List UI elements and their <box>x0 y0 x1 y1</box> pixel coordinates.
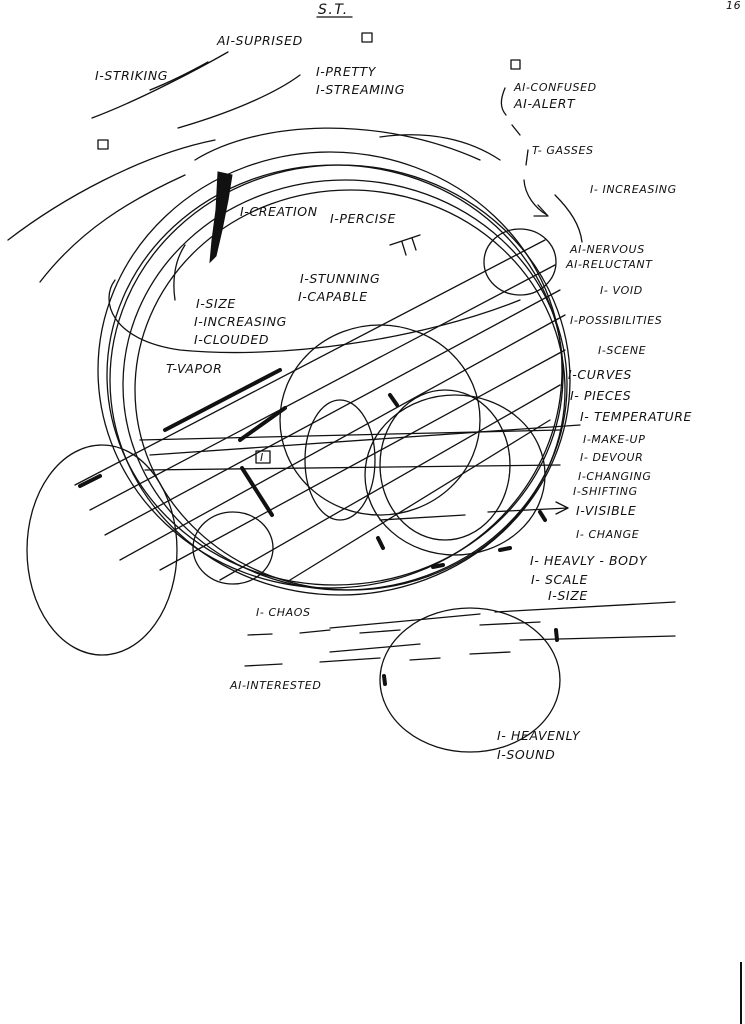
square-marker <box>361 32 373 43</box>
label-i-scale: I- SCALE <box>531 572 588 587</box>
inner-circles <box>192 324 546 585</box>
label-i-percise: I-PERCISE <box>330 211 396 226</box>
box-mark-label: I <box>260 451 264 464</box>
label-t-vapor: T-VAPOR <box>166 361 222 376</box>
label-i-streaming: I-STREAMING <box>316 82 405 97</box>
black-streak <box>209 171 233 264</box>
label-i-devour: I- DEVOUR <box>580 451 643 464</box>
label-i-clouded: I-CLOUDED <box>194 332 269 347</box>
confused-arrow <box>500 87 549 217</box>
label-i-scene: I-SCENE <box>598 344 646 357</box>
tick-mark <box>389 234 421 256</box>
bold-dashes <box>78 368 547 569</box>
large-orb-left <box>26 444 178 656</box>
orb-bottom-right <box>379 607 561 753</box>
label-i-possibilities: I-POSSIBILITIES <box>570 314 662 327</box>
label-i-changing: I-CHANGING <box>578 470 651 483</box>
label-i-creation: I-CREATION <box>240 204 318 219</box>
label-ai-alert: AI-ALERT <box>513 96 576 111</box>
label-i-stunning: I-STUNNING <box>300 271 380 286</box>
label-i-heavenly: I- HEAVENLY <box>497 728 581 743</box>
label-i-visible: I-VISIBLE <box>576 503 636 518</box>
label-i-shifting: I-SHIFTING <box>573 485 638 498</box>
label-i-increasing-left: I-INCREASING <box>194 314 287 329</box>
label-i-void: I- VOID <box>600 284 643 297</box>
label-ai-reluctant: AI-RELUCTANT <box>565 258 653 271</box>
label-i-make-up: I-MAKE-UP <box>583 433 645 446</box>
label-ai-suprised: AI-SUPRISED <box>216 33 303 48</box>
label-ai-interested: AI-INTERESTED <box>229 679 321 692</box>
label-i-size-right: I-SIZE <box>548 588 588 603</box>
box-mark <box>255 450 271 464</box>
label-i-pieces: I- PIECES <box>570 388 631 403</box>
label-i-temperature: I- TEMPERATURE <box>580 409 692 424</box>
label-i-chaos: I- CHAOS <box>256 606 311 619</box>
square-marker <box>97 139 109 150</box>
label-i-sound: I-SOUND <box>497 747 555 762</box>
page-title: S.T. <box>318 2 349 18</box>
label-i-curves: I-CURVES <box>568 367 632 382</box>
page-number: 16 <box>726 0 741 12</box>
label-ai-confused: AI-CONFUSED <box>513 81 597 94</box>
label-i-increasing-top: I- INCREASING <box>590 183 677 196</box>
label-i-size-left: I-SIZE <box>196 296 236 311</box>
label-ai-nervous: AI-NERVOUS <box>569 243 645 256</box>
visible-arrow <box>487 501 569 515</box>
diagonal-hatching <box>74 239 581 581</box>
label-i-striking: I-STRIKING <box>95 68 168 83</box>
lower-strokes <box>244 601 676 686</box>
label-i-capable: I-CAPABLE <box>298 289 368 304</box>
label-t-gasses: T- GASSES <box>532 144 594 157</box>
label-i-heavly-body: I- HEAVLY - BODY <box>530 553 648 568</box>
label-i-change: I- CHANGE <box>576 528 639 541</box>
square-marker <box>510 59 521 70</box>
top-sweep-strokes <box>7 51 583 283</box>
label-i-pretty: I-PRETTY <box>316 64 377 79</box>
small-orb-top-right <box>483 228 557 296</box>
annotation-labels: AI-SUPRISED I-STRIKING I-PRETTY I-STREAM… <box>95 33 692 762</box>
